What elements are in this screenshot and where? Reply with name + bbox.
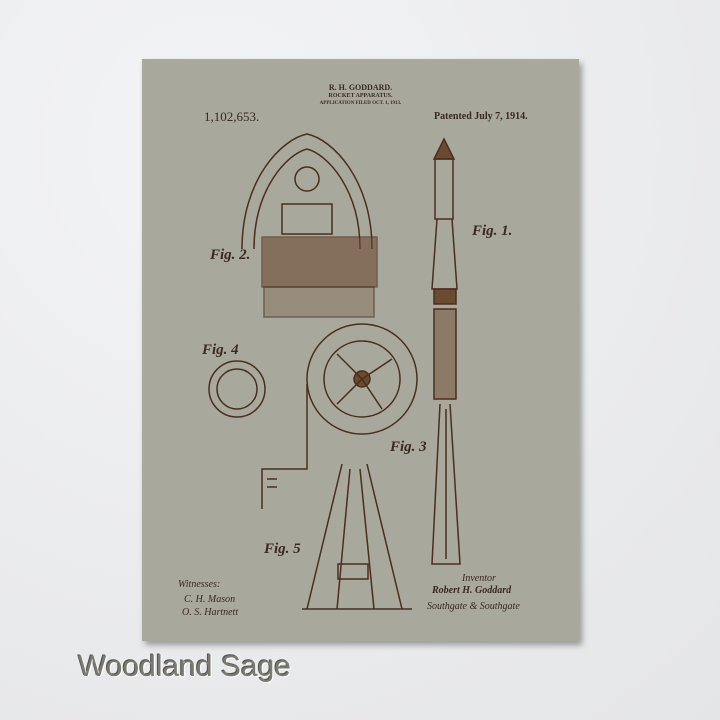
color-name-label: Woodland Sage [78,650,291,683]
fig2-drawing [241,133,378,318]
witnesses-label: Witnesses: [178,579,221,590]
patent-inventor-header: R. H. GODDARD. [328,83,393,92]
fig4-drawing [208,360,266,418]
inventor-label: Inventor [462,573,496,584]
fig1-drawing [431,137,461,565]
patent-filed-date: APPLICATION FILED OCT. 1, 1913. [319,101,402,106]
patent-number: 1,102,653. [204,109,260,124]
fig5-drawing [302,463,412,610]
fig2-label: Fig. 2. [210,247,251,263]
fig3-label: Fig. 3 [390,439,427,455]
inventor-signature: Robert H. Goddard [432,585,512,596]
fig5-label: Fig. 5 [264,541,301,557]
attorneys-signature: Southgate & Southgate [427,601,520,612]
patent-print: R. H. GODDARD. ROCKET APPARATUS. APPLICA… [142,59,579,641]
witness-signature-1: C. H. Mason [184,594,236,605]
patent-date: Patented July 7, 1914. [434,111,528,122]
patent-drawing [208,133,461,610]
fig1-label: Fig. 1. [472,223,513,239]
patent-title: ROCKET APPARATUS. [328,93,393,99]
fig3-drawing [306,323,418,435]
witness-signature-2: O. S. Hartnett [182,607,239,618]
fig4-label: Fig. 4 [202,342,239,358]
